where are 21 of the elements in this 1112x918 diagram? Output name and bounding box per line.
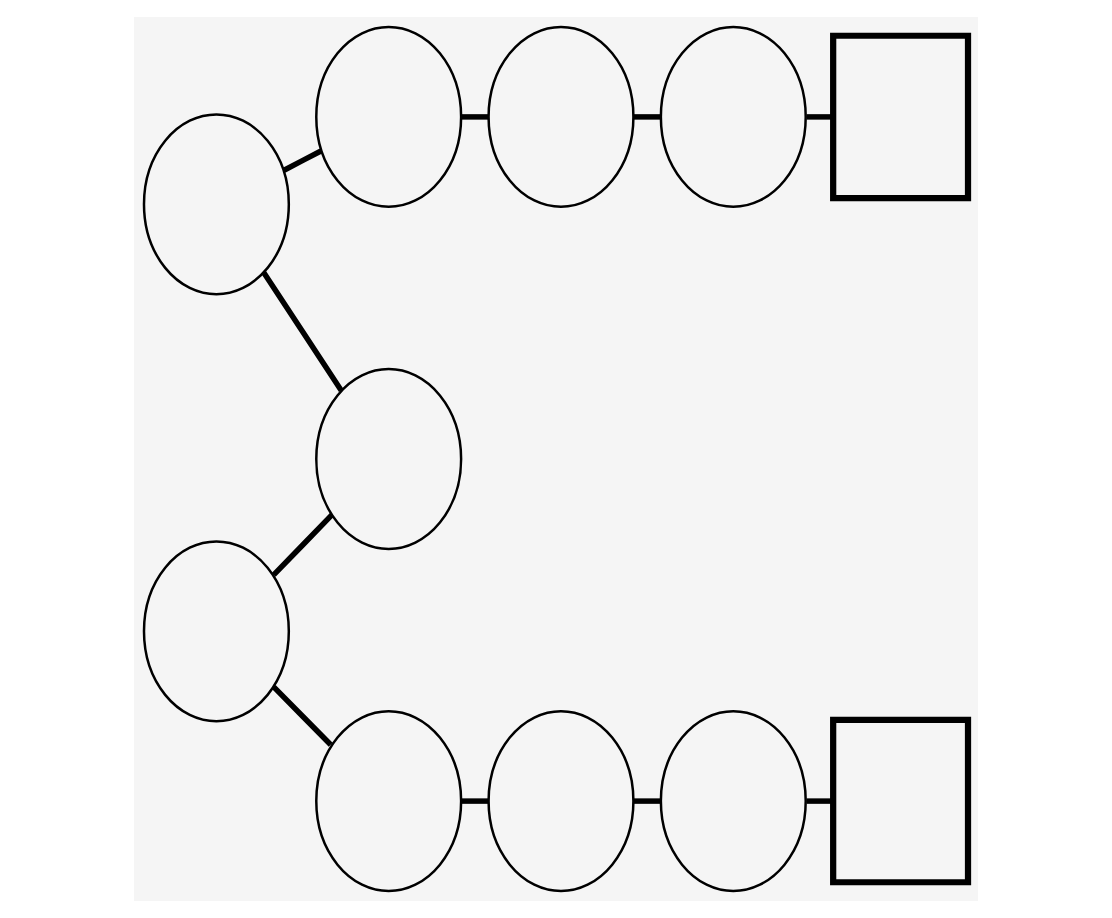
connector [261,271,344,393]
node-ellipse [487,25,635,209]
connector [461,114,489,120]
node-ellipse [142,540,291,723]
node-box [830,32,972,202]
node-ellipse [315,367,463,551]
node-ellipse [315,709,463,893]
connector [271,684,333,747]
connector [806,114,833,120]
node-ellipse [142,113,291,296]
connector [633,114,661,120]
connector [271,513,334,577]
connector [282,148,323,173]
connector [633,798,661,804]
connector [461,798,489,804]
node-ellipse [487,709,635,893]
node-ellipse [315,25,463,209]
node-box [830,716,972,886]
node-ellipse [659,709,807,893]
connector [806,798,833,804]
node-ellipse [659,25,807,209]
